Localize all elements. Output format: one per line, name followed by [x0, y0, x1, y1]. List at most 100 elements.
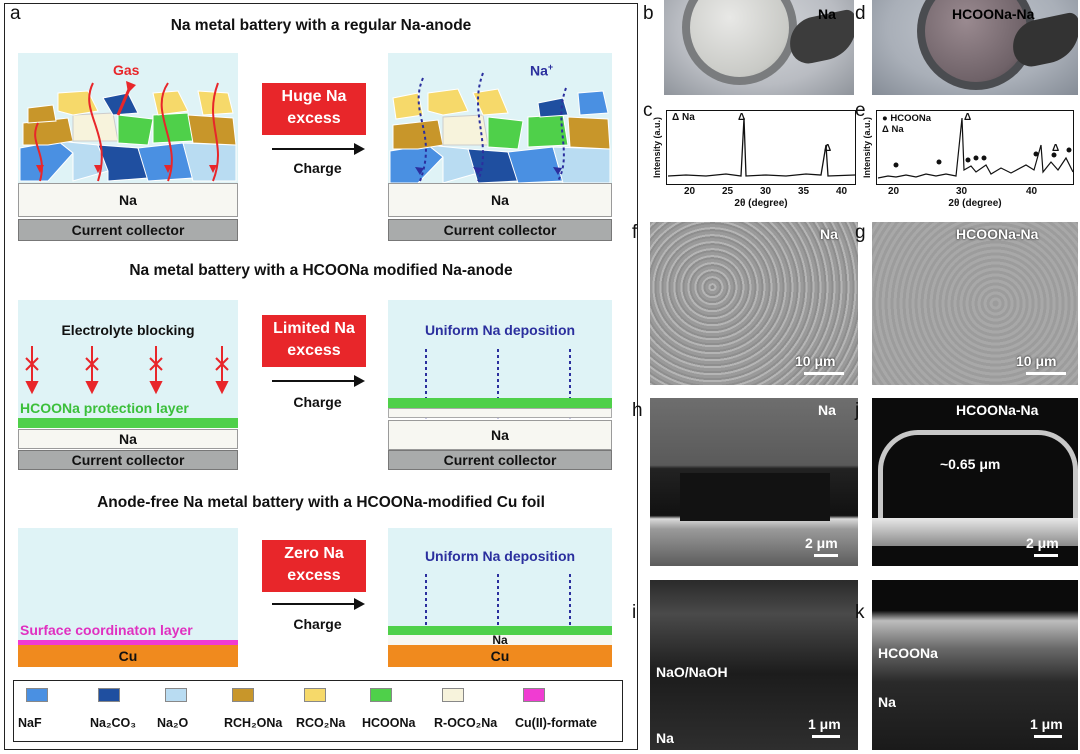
- row2-charge-label: Charge: [293, 394, 342, 410]
- legend-label: R-OCO₂Na: [434, 716, 498, 730]
- blocking-arrows: [25, 346, 229, 395]
- badge-line2: excess: [287, 342, 341, 359]
- legend-box: [13, 680, 623, 742]
- sem-k-scale-bar: [1034, 735, 1062, 738]
- na-plus-label: Na+: [530, 62, 554, 79]
- sem-f-label: Na: [820, 226, 838, 242]
- legend-swatch: [165, 688, 187, 702]
- sem-h-label: Na: [818, 402, 836, 418]
- legend-label: RCH₂ONa: [224, 716, 283, 730]
- panel-label-j: j: [855, 400, 860, 421]
- gas-label: Gas: [113, 62, 140, 78]
- panel-label-h: h: [632, 400, 643, 421]
- legend-swatch: [98, 688, 120, 702]
- legend-label: HCOONa: [362, 716, 416, 730]
- row2-left-na-slab: Na: [18, 429, 238, 449]
- badge-line2: excess: [287, 567, 341, 584]
- photo-d-label: HCOONa-Na: [952, 6, 1035, 22]
- xrd-e-peak-mark-1: Δ: [964, 112, 972, 123]
- row3-left-coord-layer: [18, 640, 238, 645]
- row1-right-na-slab: Na: [388, 183, 612, 217]
- panel-label-a: a: [10, 3, 21, 24]
- row1-charge-arrow: [272, 143, 365, 155]
- row2-left-electrolyte: [18, 300, 238, 418]
- sem-j-thickness: ~0.65 μm: [940, 456, 1001, 472]
- xrd-c-xlabel: 2θ (degree): [734, 198, 788, 209]
- panel-label-c: c: [643, 100, 653, 121]
- row2-right-current-collector: Current collector: [388, 450, 612, 470]
- row3-left-cu: Cu: [18, 645, 238, 667]
- panel-label-f: f: [632, 222, 638, 243]
- row2-left-current-collector: Current collector: [18, 450, 238, 470]
- panel-label-d: d: [855, 3, 866, 24]
- huge-na-excess-badge: Huge Na excess: [262, 83, 366, 135]
- row3-charge-arrow: [272, 598, 365, 610]
- row3-deposition-label: Uniform Na deposition: [424, 548, 576, 564]
- row1-left-sei: [19, 81, 237, 182]
- row3-title: Anode-free Na metal battery with a HCOON…: [97, 494, 545, 511]
- legend-swatch: [304, 688, 326, 702]
- sem-k-label-2: Na: [878, 694, 896, 710]
- panel-a-frame: [4, 3, 638, 750]
- xrd-c-ylabel: Intensity (a.u.): [652, 116, 662, 178]
- xrd-e-ylabel: Intensity (a.u.): [862, 116, 872, 178]
- sem-i-scale-bar: [812, 735, 840, 738]
- legend-swatch: [523, 688, 545, 702]
- panel-label-b: b: [643, 3, 654, 24]
- xrd-c-plot: [666, 110, 856, 185]
- photo-d-hcoona-na-disk: [872, 0, 1078, 95]
- sem-f-scale-bar: [804, 372, 844, 375]
- legend-label: NaF: [18, 716, 42, 730]
- panel-label-e: e: [855, 100, 866, 121]
- legend-swatch: [370, 688, 392, 702]
- row2-right-hcoona-layer: [388, 398, 612, 408]
- legend-label: Na₂CO₃: [90, 716, 137, 730]
- legend-label: Na₂O: [157, 716, 189, 730]
- sem-j-label: HCOONa-Na: [956, 402, 1039, 418]
- sem-g-label: HCOONa-Na: [956, 226, 1039, 242]
- protection-layer-label: HCOONa protection layer: [20, 400, 189, 416]
- sem-h-scale-bar: [814, 554, 838, 557]
- row3-right-na: Na: [388, 634, 612, 646]
- xrd-e-legend-na: Δ Na: [882, 124, 904, 135]
- sem-g-scale-bar: [1026, 372, 1066, 375]
- photo-b-na-disk: [664, 0, 854, 95]
- legend-label: Cu(II)-formate: [515, 716, 597, 730]
- legend-swatch: [26, 688, 48, 702]
- sem-j-scale-bar: [1034, 554, 1058, 557]
- row3-charge-label: Charge: [293, 616, 342, 632]
- xrd-e-plot: [876, 110, 1074, 185]
- legend-swatch: [442, 688, 464, 702]
- badge-line2: excess: [287, 110, 341, 127]
- row3-left-electrolyte: [18, 528, 238, 640]
- sem-j-scale: 2 μm: [1026, 535, 1059, 551]
- xrd-c-peak-mark-2: Δ: [824, 143, 832, 154]
- sem-i-image: [650, 580, 858, 750]
- xrd-e-xlabel: 2θ (degree): [948, 198, 1002, 209]
- sem-g-scale: 10 μm: [1016, 353, 1057, 369]
- sem-g-image: [872, 222, 1078, 385]
- sem-i-label-2: Na: [656, 730, 674, 746]
- sem-f-scale: 10 μm: [795, 353, 836, 369]
- row2-title: Na metal battery with a HCOONa modified …: [129, 262, 513, 279]
- row1-charge-label: Charge: [293, 160, 342, 176]
- row1-title: Na metal battery with a regular Na-anode: [170, 17, 472, 34]
- xrd-e-legend-hcoona: ● HCOONa: [882, 113, 932, 124]
- row2-right-na-slab: Na: [388, 420, 612, 450]
- panel-label-k: k: [855, 602, 865, 623]
- row1-right-sei: [389, 72, 611, 184]
- legend-label: RCO₂Na: [296, 716, 346, 730]
- sem-k-label-1: HCOONa: [878, 645, 938, 661]
- xrd-c-legend: Δ Na: [672, 112, 695, 123]
- xrd-e-peak-mark-2: Δ: [1052, 143, 1060, 154]
- sem-i-scale: 1 μm: [808, 716, 841, 732]
- row1-left-current-collector: Current collector: [18, 219, 238, 241]
- row1-left-na-slab: Na: [18, 183, 238, 217]
- sem-j-image: [872, 398, 1078, 566]
- zero-na-excess-badge: Zero Na excess: [262, 540, 366, 592]
- badge-line1: Zero Na: [284, 545, 344, 562]
- panel-label-g: g: [855, 222, 866, 243]
- sem-i-label-1: NaO/NaOH: [656, 664, 728, 680]
- row3-right-cu: Cu: [388, 645, 612, 667]
- electrolyte-blocking-label: Electrolyte blocking: [61, 322, 195, 338]
